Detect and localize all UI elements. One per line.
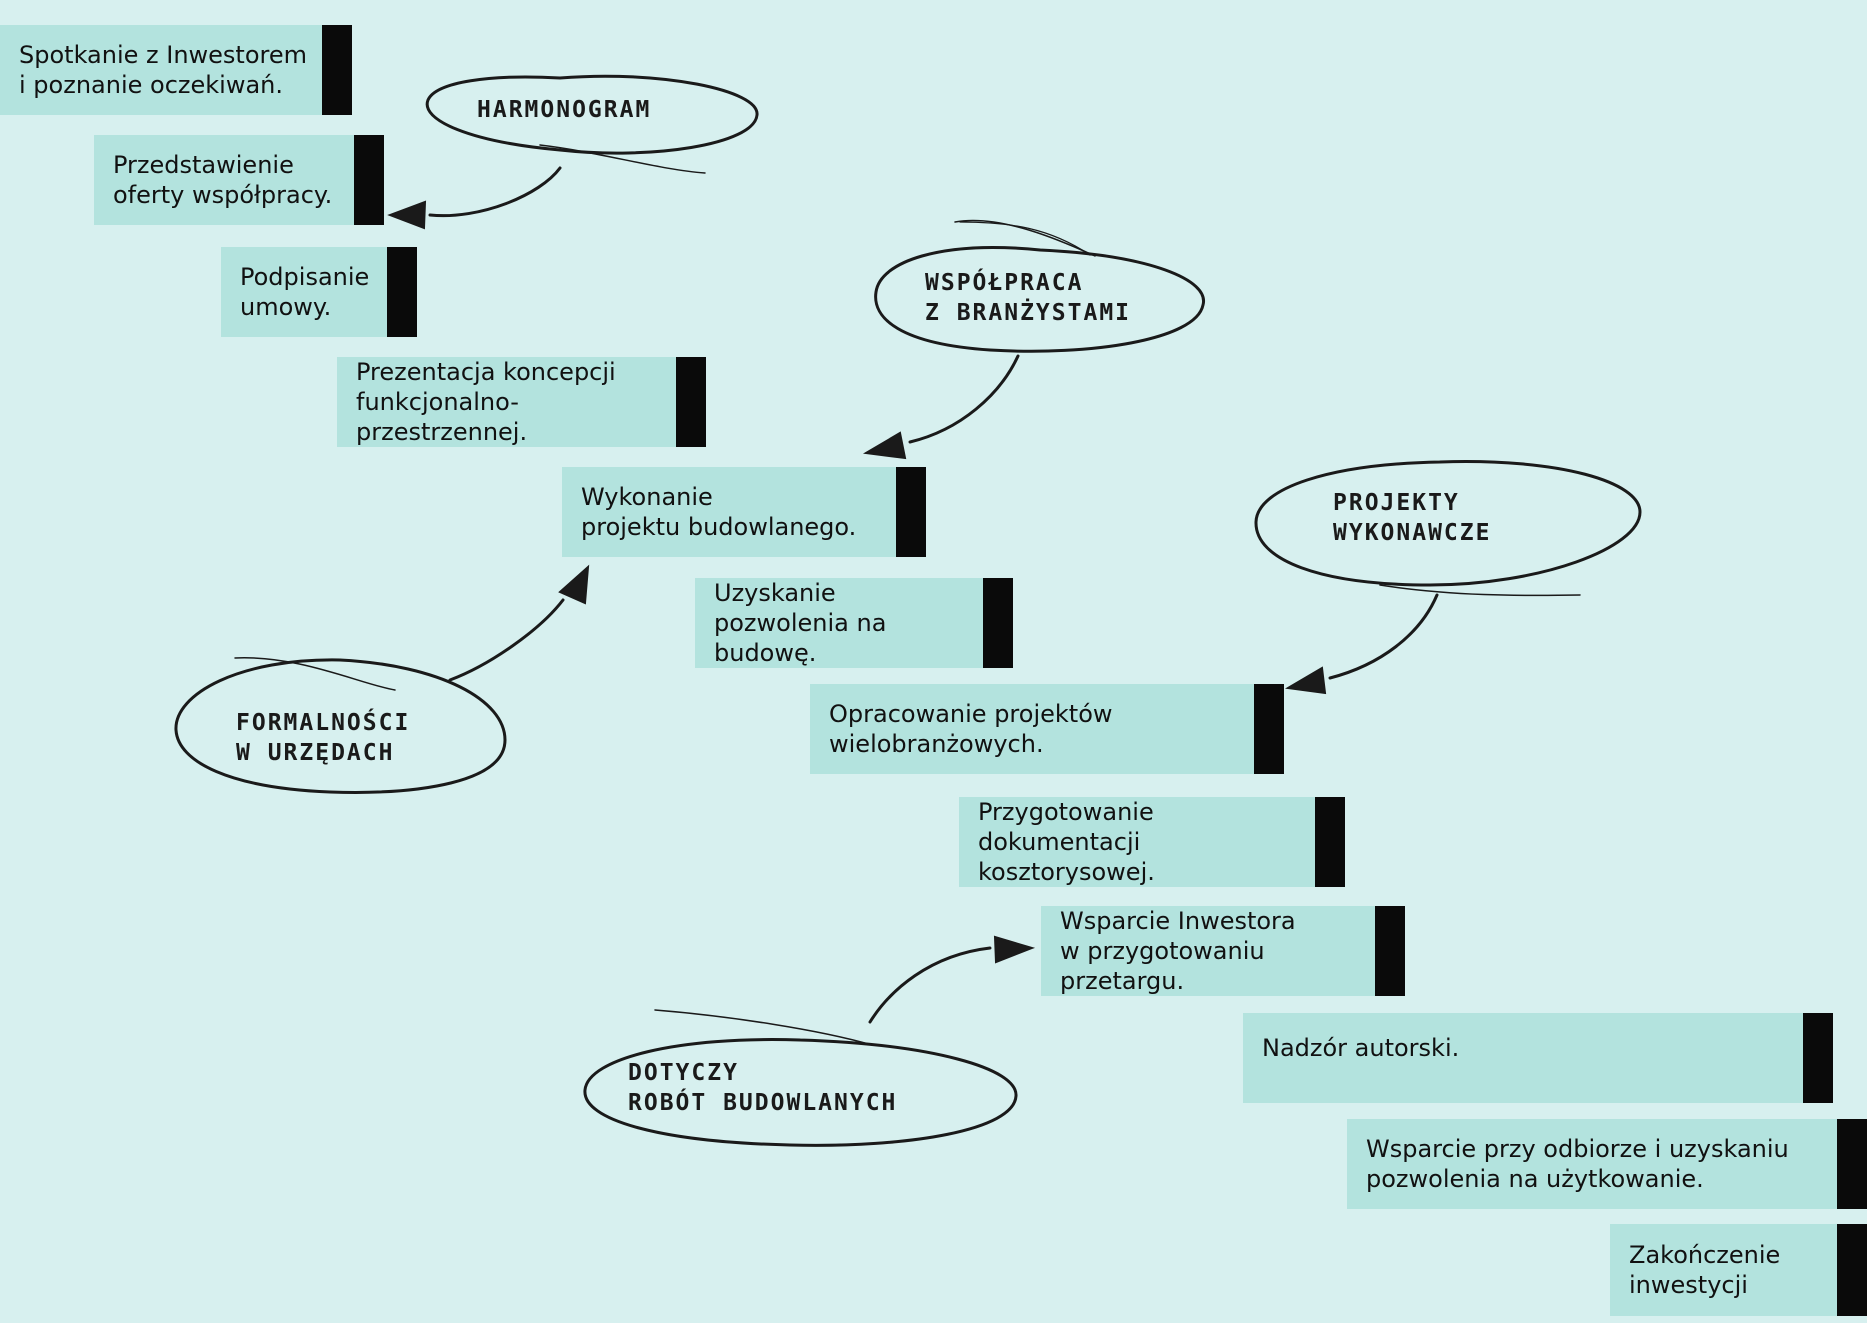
step-bar	[322, 25, 352, 115]
step-box-2: Przedstawienie oferty współpracy.	[94, 135, 384, 225]
note-formalnosci-line-2: W URZĘDACH	[236, 740, 394, 766]
note-ellipse-wspolpraca	[874, 219, 1206, 353]
note-ellipse-projekty	[1254, 460, 1642, 597]
arrow-wspolpraca	[862, 354, 1020, 460]
note-ellipse-formalnosci	[174, 657, 507, 794]
note-dotyczy-line-2: ROBÓT BUDOWLANYCH	[628, 1088, 897, 1116]
step-bar	[983, 578, 1013, 668]
step-box-4: Prezentacja koncepcji funkcjonalno-przes…	[337, 357, 706, 447]
step-box-3: Podpisanie umowy.	[221, 247, 417, 337]
step-bar	[676, 357, 706, 447]
step-label: Wsparcie Inwestora w przygotowaniu przet…	[1060, 907, 1296, 995]
note-wspolpraca-line-2: Z BRANŻYSTAMI	[925, 298, 1131, 326]
step-bar	[354, 135, 384, 225]
step-label: Podpisanie umowy.	[240, 263, 370, 321]
arrow-formalnosci	[448, 564, 590, 682]
note-ellipse-dotyczy	[583, 1009, 1018, 1147]
step-box-8: Przygotowanie dokumentacji kosztorysowej…	[959, 797, 1345, 887]
note-wspolpraca-line-1: WSPÓŁPRACA	[925, 268, 1083, 296]
note-ellipse-harmonogram	[425, 74, 759, 174]
step-label: Prezentacja koncepcji funkcjonalno-przes…	[356, 358, 616, 446]
step-label: Wsparcie przy odbiorze i uzyskaniu pozwo…	[1366, 1135, 1789, 1193]
note-dotyczy-line-1: DOTYCZY	[628, 1060, 739, 1086]
step-box-11: Wsparcie przy odbiorze i uzyskaniu pozwo…	[1347, 1119, 1867, 1209]
step-label: Wykonanie projektu budowlanego.	[581, 483, 857, 541]
step-bar	[1375, 906, 1405, 996]
step-bar	[1837, 1224, 1867, 1316]
note-projekty-line-2: WYKONAWCZE	[1333, 520, 1491, 546]
step-box-9: Wsparcie Inwestora w przygotowaniu przet…	[1041, 906, 1405, 996]
step-label: Uzyskanie pozwolenia na budowę.	[714, 579, 887, 667]
step-bar	[1803, 1013, 1833, 1103]
step-bar	[1315, 797, 1345, 887]
step-box-10: Nadzór autorski.	[1243, 1013, 1833, 1103]
note-projekty-line-1: PROJEKTY	[1333, 490, 1460, 516]
step-label: Spotkanie z Inwestorem i poznanie oczeki…	[19, 41, 308, 99]
step-label: Nadzór autorski.	[1262, 1034, 1460, 1062]
step-bar	[1837, 1119, 1867, 1209]
step-box-5: Wykonanie projektu budowlanego.	[562, 467, 926, 557]
step-label: Przygotowanie dokumentacji kosztorysowej…	[978, 798, 1155, 886]
step-bar	[896, 467, 926, 557]
step-box-1: Spotkanie z Inwestorem i poznanie oczeki…	[0, 25, 352, 115]
arrow-harmonogram	[387, 166, 562, 230]
step-box-7: Opracowanie projektów wielobranżowych.	[810, 684, 1284, 774]
note-formalnosci-line-1: FORMALNOŚCI	[236, 708, 410, 736]
arrow-projekty	[1285, 593, 1439, 695]
arrow-dotyczy	[868, 935, 1036, 1024]
step-box-12: Zakończenie inwestycji	[1610, 1224, 1867, 1316]
note-harmonogram-line-1: HARMONOGRAM	[477, 97, 651, 123]
step-bar	[387, 247, 417, 337]
step-label: Zakończenie inwestycji	[1629, 1241, 1781, 1299]
step-bar	[1254, 684, 1284, 774]
step-box-6: Uzyskanie pozwolenia na budowę.	[695, 578, 1013, 668]
step-label: Przedstawienie oferty współpracy.	[113, 151, 333, 209]
step-label: Opracowanie projektów wielobranżowych.	[829, 700, 1113, 758]
